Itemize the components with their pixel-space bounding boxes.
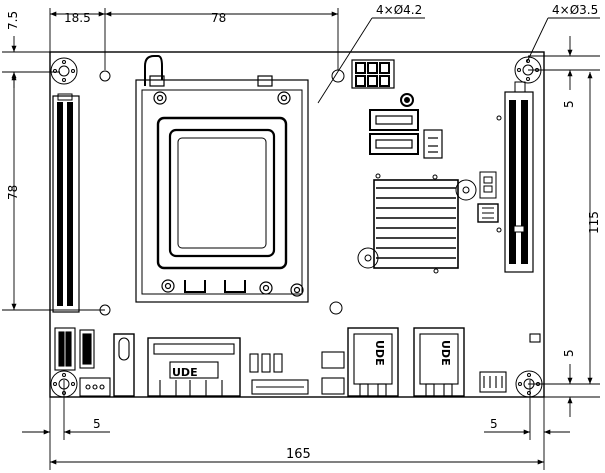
usb-label: UDE bbox=[172, 366, 198, 379]
small-hole bbox=[99, 304, 111, 316]
dim-board-height: 115 bbox=[587, 211, 601, 234]
small-hole bbox=[400, 93, 414, 107]
sodimm-connector bbox=[504, 81, 534, 273]
dim-offset-top: 7.5 bbox=[6, 11, 20, 30]
small-hole bbox=[404, 97, 410, 103]
mounting-holes bbox=[50, 56, 543, 398]
dim-board-width: 165 bbox=[286, 447, 311, 462]
power-connector bbox=[351, 59, 395, 89]
board-outline bbox=[49, 51, 545, 398]
mounting-hole bbox=[50, 370, 78, 398]
callout-holes-large: 4×Ø4.2 bbox=[376, 3, 422, 17]
dim-height-left: 78 bbox=[6, 185, 20, 200]
dim-offset-left: 18.5 bbox=[64, 11, 91, 25]
mounting-hole bbox=[515, 370, 543, 398]
fan-header bbox=[477, 171, 499, 223]
heatsink bbox=[357, 115, 502, 274]
dim-width-top: 78 bbox=[211, 11, 226, 25]
dim-margin-bottom-left: 5 bbox=[93, 417, 101, 431]
bottom-io bbox=[54, 327, 541, 397]
dim-margin-right-top: 5 bbox=[562, 100, 576, 108]
sata-connectors bbox=[369, 109, 443, 159]
mounting-hole bbox=[50, 57, 78, 85]
small-hole bbox=[329, 301, 343, 315]
callout-holes-small: 4×Ø3.5 bbox=[552, 3, 598, 17]
usb-label: UDE bbox=[439, 340, 452, 366]
cpu-socket bbox=[135, 55, 309, 303]
dim-margin-bottom-right: 5 bbox=[490, 417, 498, 431]
left-edge-connector bbox=[52, 93, 80, 313]
small-hole bbox=[331, 69, 345, 83]
usb-label: UDE bbox=[373, 340, 386, 366]
dim-margin-right-bottom: 5 bbox=[562, 349, 576, 357]
mounting-hole bbox=[514, 56, 542, 84]
small-hole bbox=[99, 70, 111, 82]
dimension-lines bbox=[2, 8, 600, 470]
